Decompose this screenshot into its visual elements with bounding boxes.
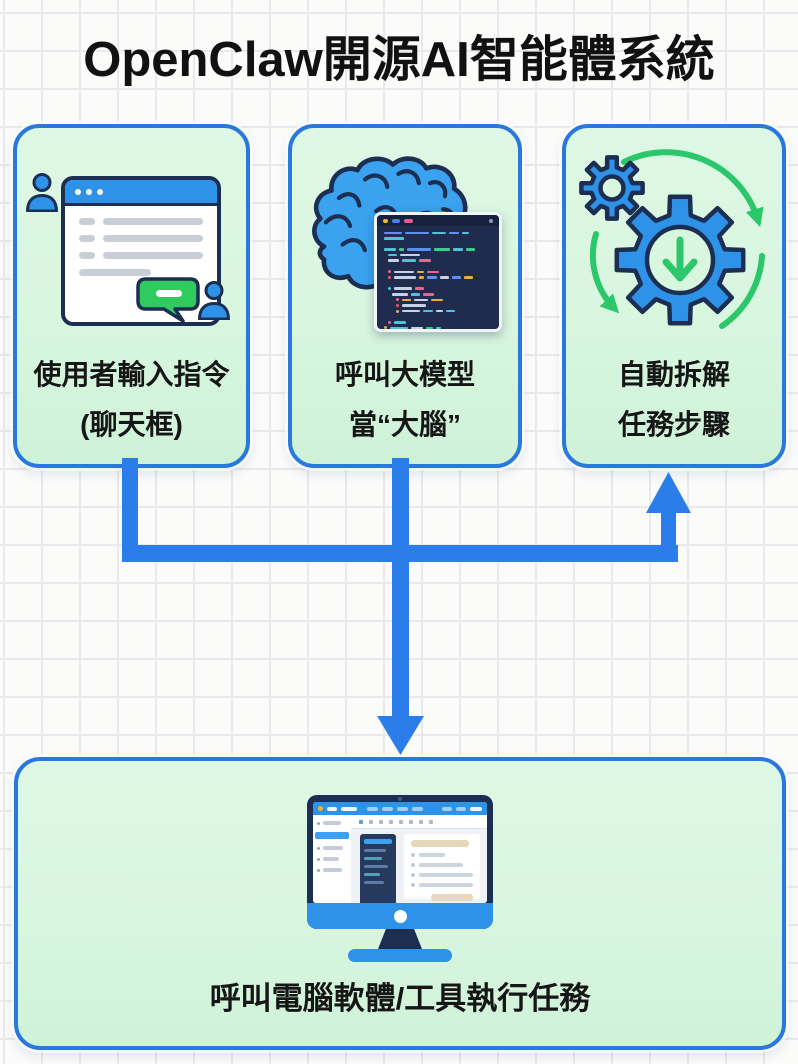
app-main-area — [351, 815, 487, 903]
camera-dot-icon — [398, 797, 402, 801]
label-line: 自動拆解 — [617, 359, 730, 390]
user-avatar-icon — [25, 172, 59, 212]
app-content — [351, 829, 487, 903]
label-line: 任務步驟 — [617, 409, 730, 440]
connector-center-drop — [392, 458, 409, 717]
connector-left-drop — [122, 458, 138, 560]
label-line: 使用者輸入指令 — [33, 359, 230, 390]
sync-arc-left-icon — [589, 231, 620, 314]
monitor-chin — [307, 903, 493, 929]
small-gear-hole — [598, 174, 626, 202]
down-arrowhead-icon — [377, 716, 424, 755]
app-logo-dot — [318, 806, 323, 811]
monitor-button-icon — [393, 909, 407, 923]
speech-bubble-icon — [133, 276, 205, 326]
gears-sync-arrows-icon — [579, 149, 765, 329]
monitor-base — [348, 949, 452, 962]
app-body — [313, 815, 487, 903]
agent-avatar-icon — [197, 280, 231, 320]
page-title: OpenClaw開源AI智能體系統 — [83, 33, 715, 87]
app-titlebar — [313, 802, 487, 815]
step-label-user-input: 使用者輸入指令 (聊天框) — [17, 350, 246, 450]
label-line: 呼叫大模型 — [334, 359, 475, 390]
app-dark-panel — [360, 834, 396, 903]
sync-arc-right-icon — [621, 149, 764, 228]
step-label-decompose: 自動拆解 任務步驟 — [566, 350, 782, 450]
connector-right-riser — [661, 511, 676, 551]
app-sidebar — [313, 815, 351, 903]
download-arrow-icon — [662, 236, 698, 282]
code-window-titlebar — [377, 215, 499, 226]
code-lines — [377, 226, 499, 329]
desktop-computer-icon — [307, 795, 493, 962]
code-window-icon — [374, 212, 502, 332]
monitor-screen — [313, 802, 487, 903]
step-label-execute: 呼叫電腦軟體/工具執行任務 — [209, 981, 591, 1016]
sync-arc-bottom-icon — [719, 253, 765, 329]
chat-window-titlebar — [65, 180, 217, 206]
chat-window-users-icon — [17, 128, 246, 343]
connector-horizontal-bar — [122, 545, 678, 562]
step-box-user-input: 使用者輸入指令 (聊天框) — [13, 124, 250, 468]
up-arrowhead-icon — [646, 472, 691, 513]
app-toolbar — [351, 815, 487, 829]
step-box-execute: 呼叫電腦軟體/工具執行任務 — [14, 757, 786, 1050]
chat-message-lines — [65, 206, 217, 276]
label-line: (聊天框) — [80, 409, 183, 440]
step-label-call-model: 呼叫大模型 當“大腦” — [292, 350, 518, 450]
sidebar-selected-item — [315, 832, 349, 839]
step-box-call-model: 呼叫大模型 當“大腦” — [288, 124, 522, 468]
label-line: 當“大腦” — [348, 409, 461, 440]
step-box-decompose: 自動拆解 任務步驟 — [562, 124, 786, 468]
app-document-card — [404, 834, 480, 901]
monitor-bezel — [307, 795, 493, 929]
monitor-stand — [378, 929, 422, 949]
